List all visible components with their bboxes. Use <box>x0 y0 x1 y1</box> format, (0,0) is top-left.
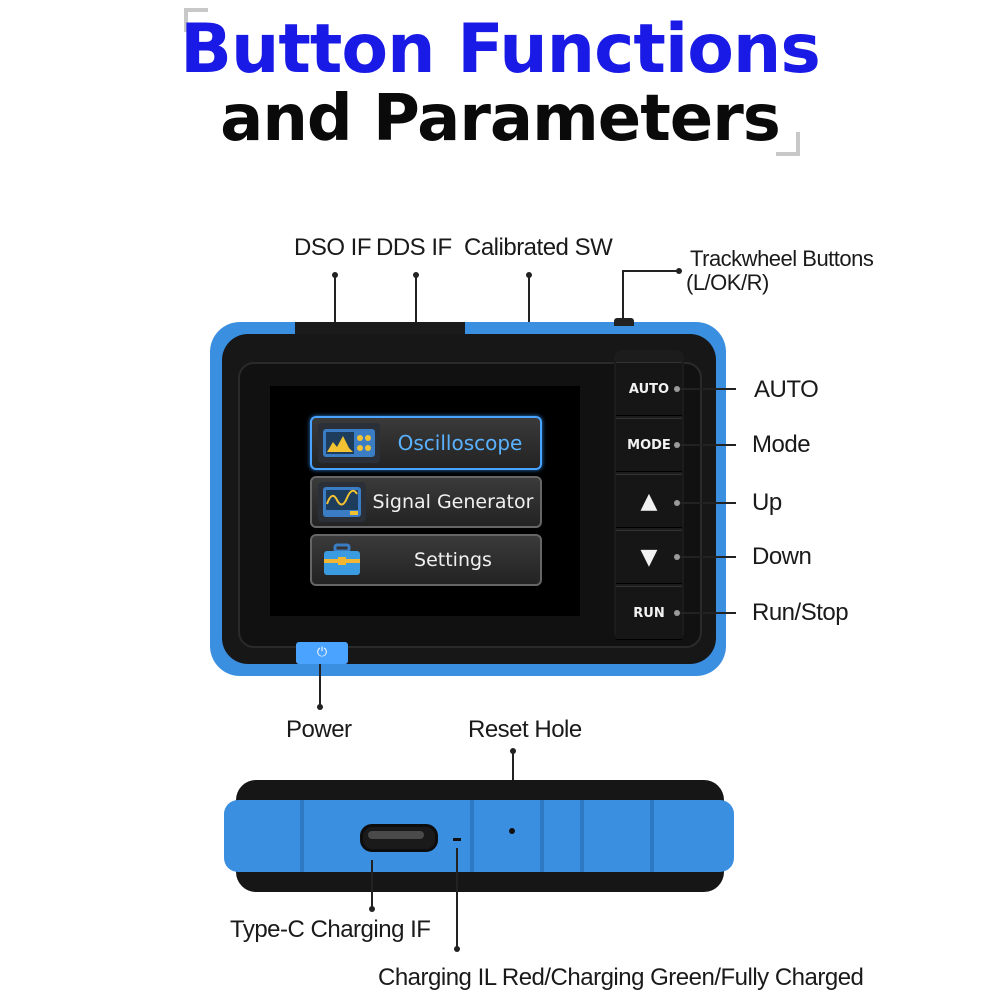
label-up: Up <box>752 489 782 516</box>
menu-item-signal-generator[interactable]: Signal Generator <box>310 476 542 528</box>
oscilloscope-icon <box>318 423 380 463</box>
label-power: Power <box>286 716 352 743</box>
down-arrow-icon: ▼ <box>640 544 658 570</box>
down-button[interactable]: ▼ <box>616 530 682 584</box>
title-line-1: Button Functions <box>180 10 821 89</box>
label-run-stop: Run/Stop <box>752 599 849 626</box>
label-down: Down <box>752 543 812 570</box>
callout-line-power <box>319 664 321 706</box>
bumper-rib <box>540 800 544 872</box>
bumper-rib <box>580 800 584 872</box>
menu-item-label: Oscilloscope <box>397 431 523 455</box>
callout-dot <box>674 500 680 506</box>
auto-button[interactable]: AUTO <box>616 362 682 416</box>
title-line-2: and Parameters <box>220 82 781 156</box>
corner-bracket-bottom-right <box>776 132 800 156</box>
reset-hole[interactable] <box>509 828 515 834</box>
callout-line-trackwheel-v <box>622 270 624 320</box>
callout-line-mode <box>680 444 736 446</box>
label-trackwheel-line1: Trackwheel Buttons <box>690 246 874 271</box>
callout-dot <box>454 946 460 952</box>
callout-dot <box>510 748 516 754</box>
menu-item-label: Settings <box>414 549 492 571</box>
toolbox-icon <box>318 540 366 580</box>
up-arrow-icon: ▲ <box>640 488 658 514</box>
callout-dot <box>526 272 532 278</box>
callout-dot <box>674 386 680 392</box>
bumper-rib <box>470 800 474 872</box>
callout-dot <box>676 268 682 274</box>
callout-line-dso <box>334 276 336 324</box>
callout-line-run <box>680 612 736 614</box>
callout-line-charging-il <box>456 848 458 948</box>
menu-item-settings[interactable]: Settings <box>310 534 542 586</box>
callout-line-down <box>680 556 736 558</box>
usb-c-port-inner <box>368 831 424 839</box>
label-charging-il: Charging IL Red/Charging Green/Fully Cha… <box>378 964 864 991</box>
menu-item-label: Signal Generator <box>372 491 534 513</box>
callout-line-auto <box>680 388 736 390</box>
callout-dot <box>413 272 419 278</box>
label-mode: Mode <box>752 431 811 458</box>
run-button[interactable]: RUN <box>616 586 682 640</box>
device-screen: Oscilloscope Signal Generator Settings <box>270 386 580 616</box>
bumper-rib <box>300 800 304 872</box>
label-type-c: Type-C Charging IF <box>230 916 431 943</box>
label-calibrated-sw: Calibrated SW <box>464 234 613 261</box>
device-top-ports <box>295 322 465 336</box>
signal-generator-icon <box>318 482 366 522</box>
label-dso-if: DSO IF <box>294 234 372 261</box>
label-reset-hole: Reset Hole <box>468 716 582 743</box>
callout-line-up <box>680 502 736 504</box>
callout-line-calibrated <box>528 276 530 324</box>
callout-dot <box>674 554 680 560</box>
corner-bracket-top-left <box>184 8 208 32</box>
power-button[interactable]: ⏻ <box>296 642 348 664</box>
menu-item-oscilloscope[interactable]: Oscilloscope <box>310 416 542 470</box>
power-icon: ⏻ <box>316 645 328 660</box>
callout-line-type-c <box>371 860 373 908</box>
label-auto: AUTO <box>754 376 819 403</box>
label-trackwheel-line2: (L/OK/R) <box>686 270 769 295</box>
callout-line-dds <box>415 276 417 324</box>
callout-line-trackwheel-h <box>622 270 678 272</box>
up-button[interactable]: ▲ <box>616 474 682 528</box>
mode-button[interactable]: MODE <box>616 418 682 472</box>
charging-indicator-light <box>453 838 461 841</box>
callout-dot <box>674 610 680 616</box>
bumper-rib <box>650 800 654 872</box>
callout-dot <box>317 704 323 710</box>
device-bottom-bumper <box>224 800 734 872</box>
trackwheel[interactable] <box>614 318 634 326</box>
callout-dot <box>369 906 375 912</box>
callout-dot <box>674 442 680 448</box>
label-dds-if: DDS IF <box>376 234 452 261</box>
callout-dot <box>332 272 338 278</box>
